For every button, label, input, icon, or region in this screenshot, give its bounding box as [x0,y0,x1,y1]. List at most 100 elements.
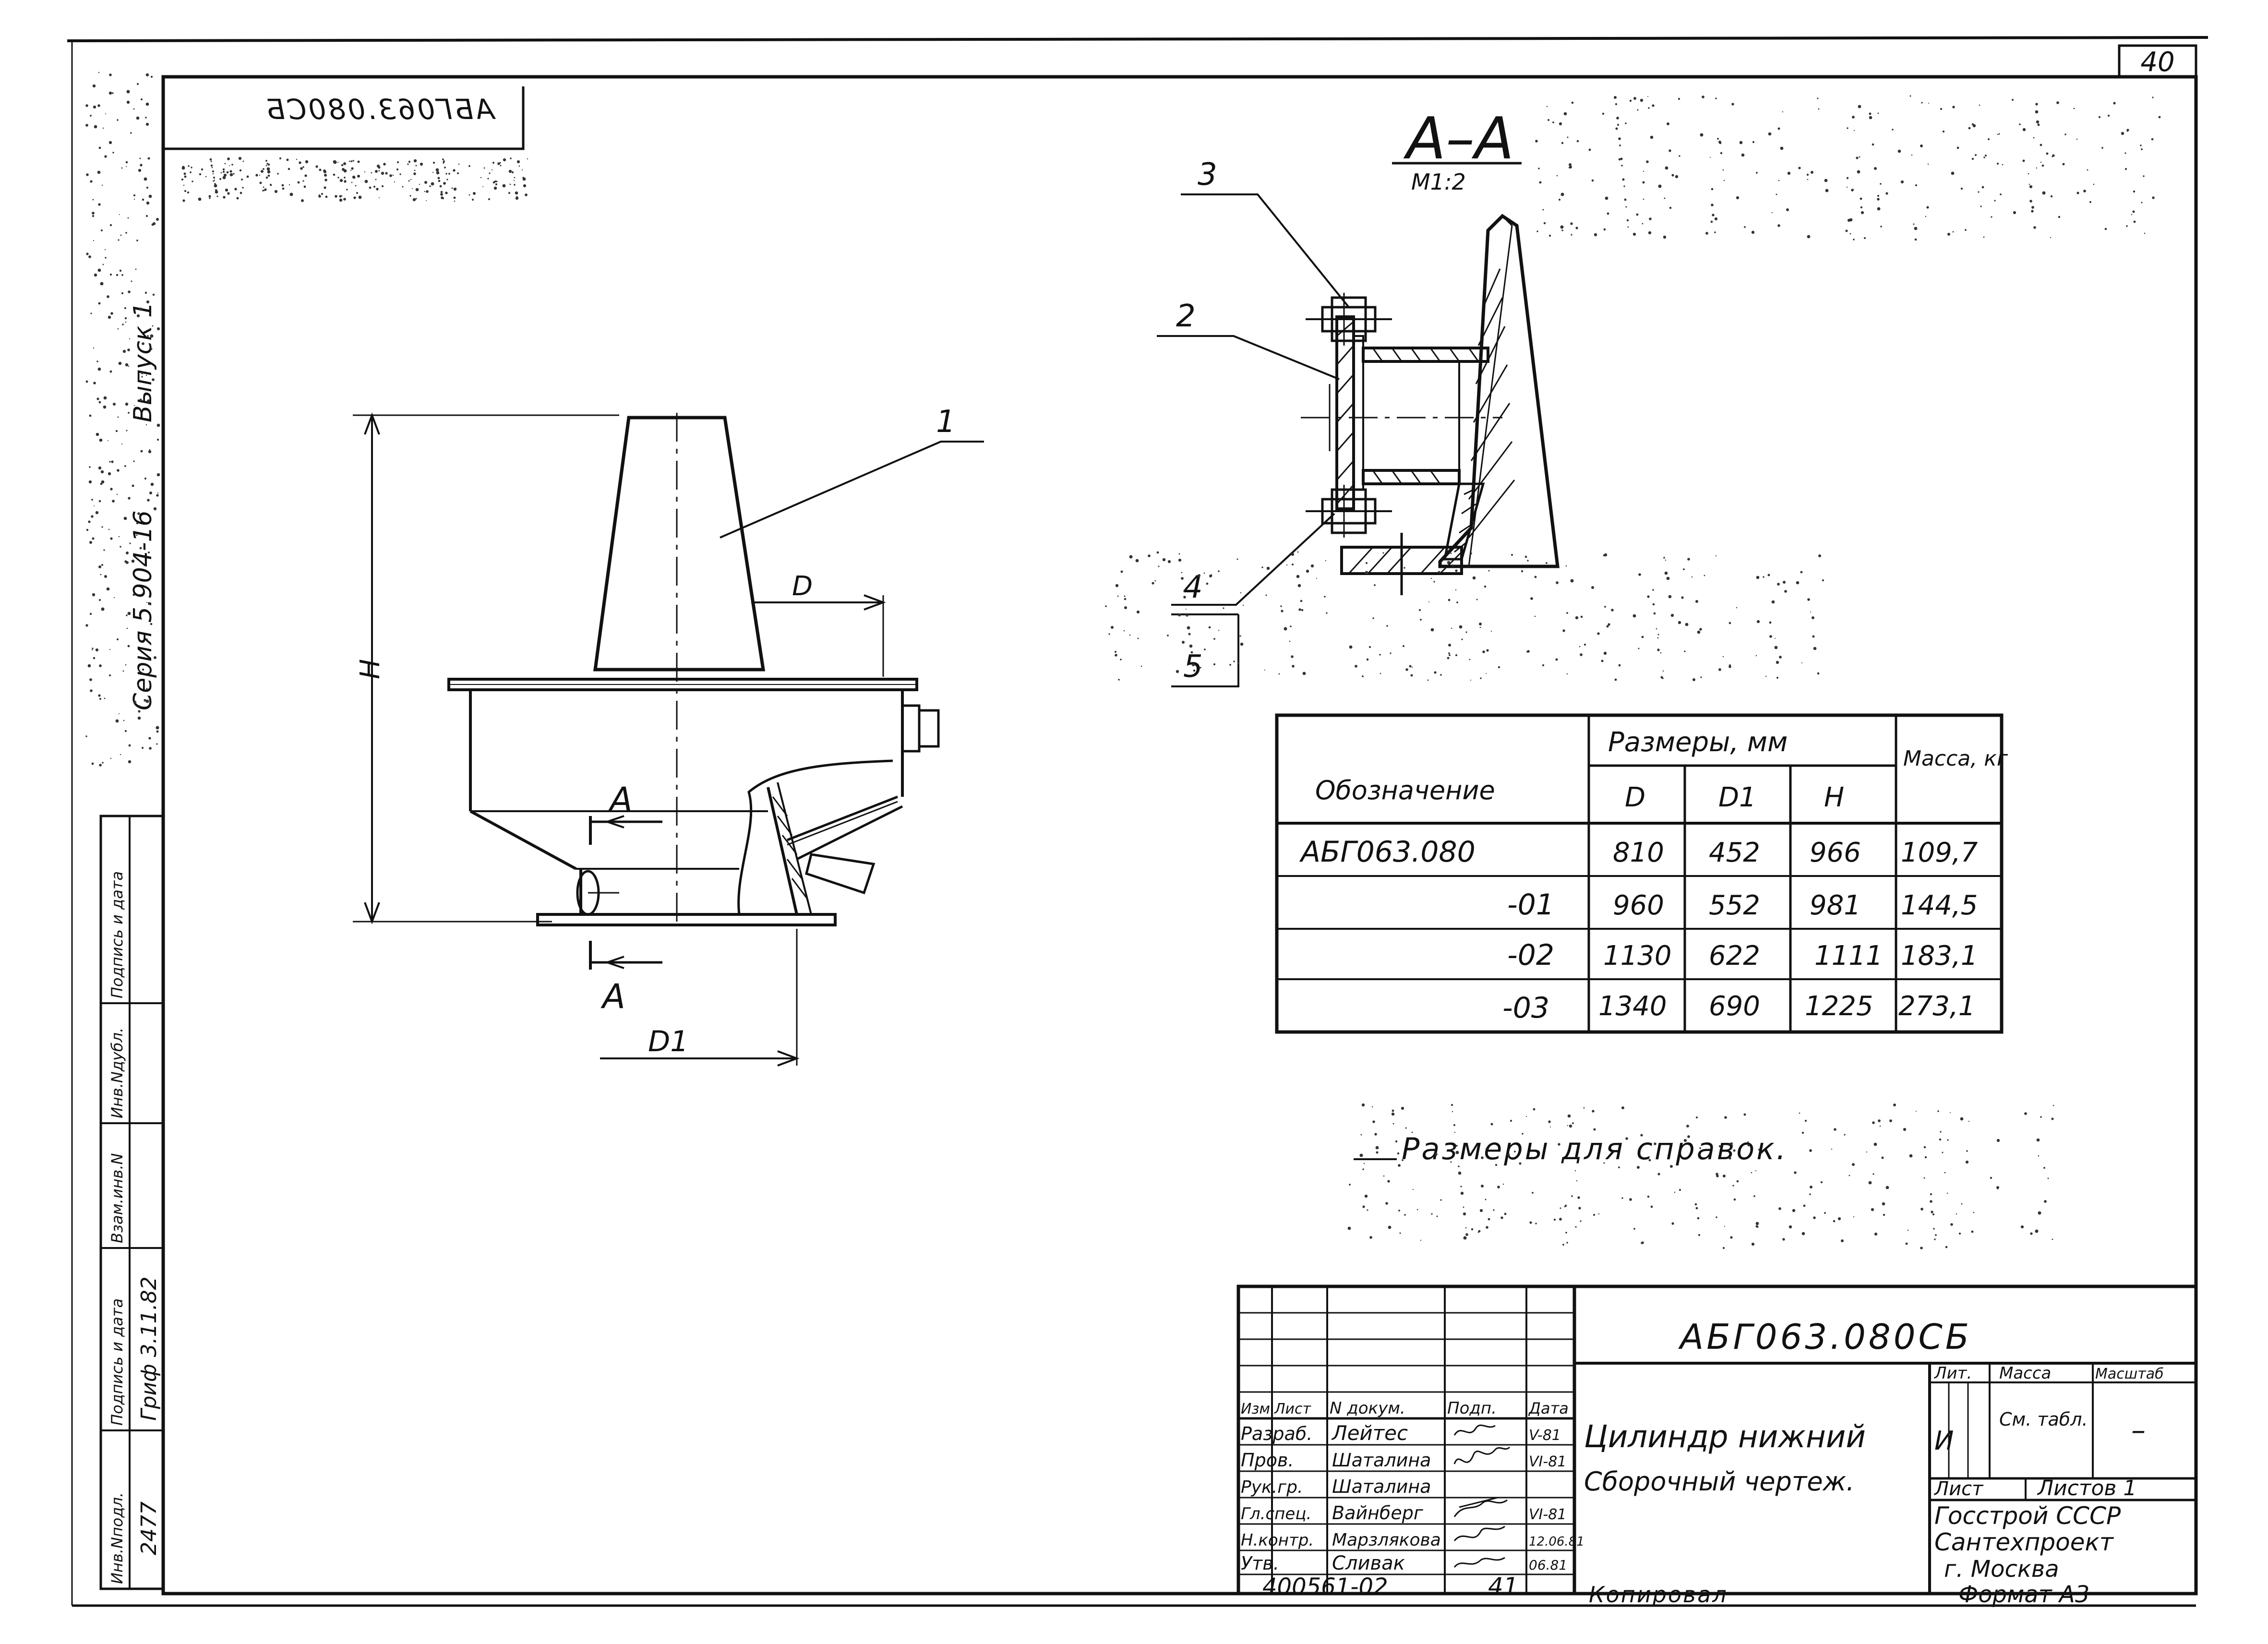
speckle [1933,1228,1935,1230]
speckle [509,183,511,185]
speckle [113,597,115,599]
speckle [1451,1104,1453,1106]
speckle [1859,156,1860,158]
speckle [1747,1144,1750,1147]
speckle [1447,657,1450,660]
table-row-2-h: 1111 [1814,940,1883,972]
dim-d1-label: D1 [648,1025,688,1058]
speckle [424,191,426,192]
speckle [1564,1206,1566,1208]
speckle [148,552,150,553]
speckle [2030,1232,2033,1235]
speckle [1812,635,1815,638]
speckle [2144,232,2146,234]
speckle [1362,675,1364,677]
speckle [1611,609,1614,612]
speckle [1633,1228,1635,1230]
speckle [116,274,119,276]
speckle [341,164,344,167]
speckle [1375,1146,1379,1150]
signature-scribbles [1453,1424,1511,1568]
speckle [1716,1216,1717,1218]
speckle [489,172,491,174]
speckle [2093,183,2095,185]
speckle [2131,214,2133,216]
speckle [129,542,131,544]
speckle [2031,206,2034,209]
issue-label: Выпуск 1 [129,302,157,422]
speckle [488,198,490,200]
speckle [1996,1139,2000,1142]
speckle [1860,211,1864,215]
speckle [146,638,148,640]
speckle [112,92,114,94]
speckle [1580,1220,1582,1222]
speckle [1376,1151,1379,1154]
speckle [1730,1236,1733,1239]
speckle [98,72,100,73]
speckle [1419,609,1421,611]
speckle [444,167,446,168]
speckle [2143,175,2145,177]
speckle [264,188,267,191]
speckle [123,516,127,520]
speckle [2052,156,2053,157]
speckle [141,652,143,654]
speckle [1524,555,1527,558]
speckle [1576,1180,1578,1182]
speckle [136,240,138,241]
speckle [1555,658,1558,661]
speckle [353,176,356,179]
speckle [2087,169,2088,171]
speckle [1265,594,1267,596]
speckle [1486,649,1489,652]
speckle [1533,1108,1536,1111]
speckle [1800,571,1803,574]
speckle [1398,1210,1400,1212]
speckle [1383,1175,1385,1177]
speckle [302,166,304,168]
speckle [1807,179,1809,180]
speckle [1687,1135,1690,1138]
speckle [1718,1145,1721,1148]
speckle [1769,621,1772,624]
speckle [1710,157,1711,158]
speckle [412,188,413,189]
speckle [127,348,130,351]
speckle [1463,1206,1464,1208]
speckle [130,132,132,134]
speckle [1822,579,1824,581]
speckle [1874,1232,1878,1236]
speckle [1671,1222,1674,1225]
speckle [1619,144,1621,146]
speckle [1852,116,1855,119]
speckle [1607,212,1609,215]
speckle [1817,672,1820,675]
speckle [128,290,131,293]
speckle [1534,615,1536,617]
speckle [286,158,289,161]
speckle [117,469,120,472]
speckle [1755,1222,1759,1225]
speckle [1261,566,1263,568]
speckle [126,90,130,94]
speckle [1665,166,1668,170]
speckle [222,168,225,171]
speckle [1780,146,1784,150]
speckle [1152,582,1154,585]
speckle [1534,576,1537,578]
speckle [1565,565,1567,567]
speckle [436,171,440,175]
speckle [1667,122,1669,125]
speckle [2124,168,2127,170]
speckle [1771,600,1775,604]
person-date: 06.81 [1529,1557,1567,1573]
person-name: Сливак [1332,1552,1405,1574]
speckle [2046,152,2049,155]
speckle [1678,621,1681,624]
speckle [156,494,159,497]
speckle [1717,138,1719,140]
speckle [263,186,264,188]
speckle [2000,193,2002,195]
speckle [1399,1232,1401,1234]
